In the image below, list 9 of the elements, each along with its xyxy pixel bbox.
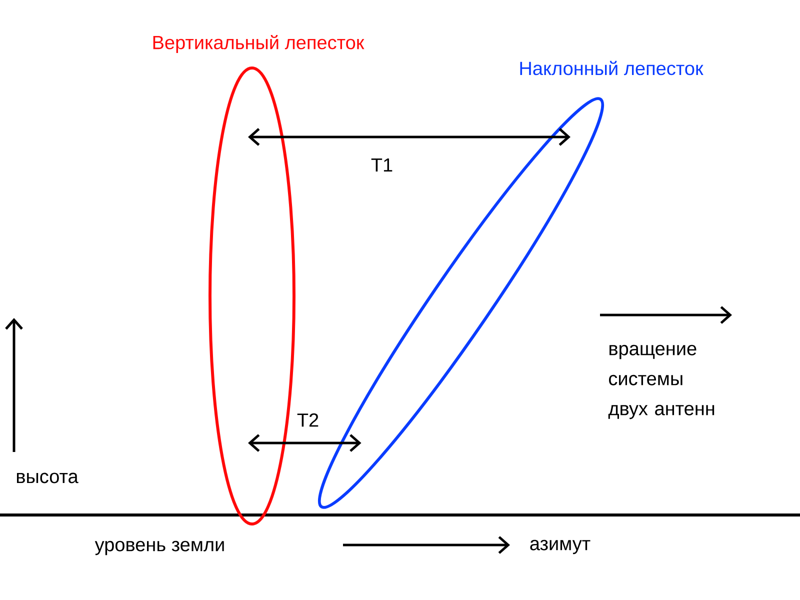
axis-label: высота (16, 472, 78, 484)
lobe-title: Наклонный лепесток (520, 60, 704, 76)
lobe-title: Вертикальный лепесток (153, 34, 364, 53)
double-arrow (248, 128, 570, 146)
edge-label: T2 (297, 413, 318, 427)
axis-label: азимут (530, 540, 590, 554)
double-arrow (248, 434, 362, 452)
edge-label: T1 (371, 158, 392, 172)
axis-label: уровень земли (94, 540, 224, 556)
